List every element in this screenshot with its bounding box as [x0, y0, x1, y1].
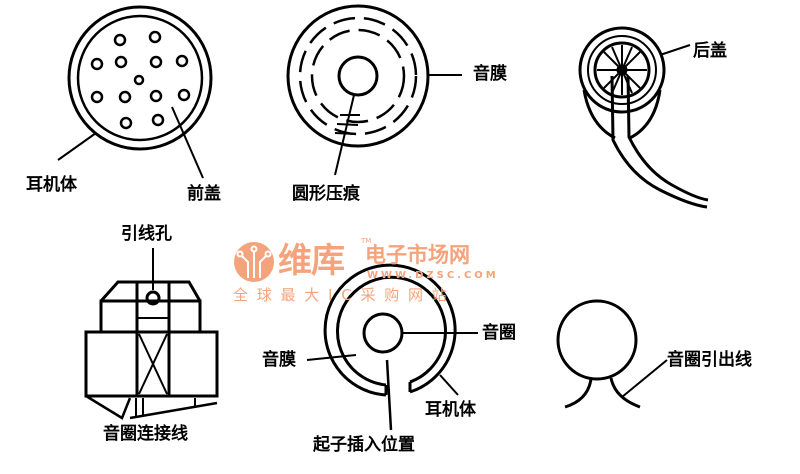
label-coil-connecting-wire: 音圈连接线: [103, 424, 188, 444]
label-diaphragm: 音膜: [473, 64, 507, 84]
watermark-tagline: 电子市场网: [365, 243, 470, 267]
label-front-cover: 前盖: [187, 184, 221, 204]
label-coil-leads: 音圈引出线: [667, 350, 752, 370]
assembly-figure: [306, 263, 478, 431]
watermark-brand: 维库: [278, 241, 345, 281]
front-view-figure: [57, 5, 213, 179]
label-circular-indent: 圆形压痕: [292, 184, 360, 204]
label-screwdriver-position: 起子插入位置: [313, 435, 415, 455]
label-assembly-body: 耳机体: [425, 400, 476, 420]
label-assembly-diaphragm: 音膜: [262, 350, 296, 370]
coil-figure: [556, 299, 668, 409]
cross-section-figure: [84, 248, 219, 420]
label-lead-hole: 引线孔: [121, 224, 172, 244]
back-view-figure: [578, 26, 709, 209]
watermark-url: WWW.DZSC.COM: [367, 270, 499, 281]
watermark-trademark: TM: [361, 237, 372, 245]
watermark-slogan: 全 球 最 大 I C 采 购 网 站: [233, 286, 449, 304]
diaphragm-figure: [286, 4, 462, 176]
label-coil: 音圈: [482, 323, 516, 343]
watermark-logo-icon: [234, 242, 274, 282]
label-earphone-body: 耳机体: [26, 175, 77, 195]
label-back-cover: 后盖: [693, 41, 727, 61]
